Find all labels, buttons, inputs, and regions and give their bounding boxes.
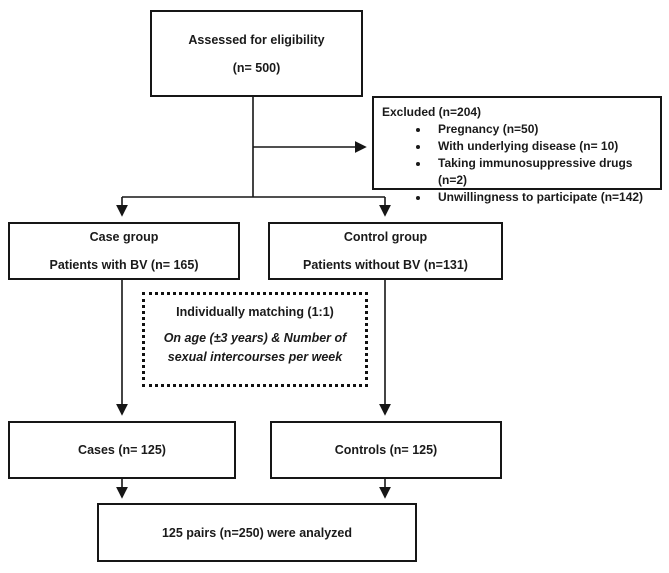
analyzed-label: 125 pairs (n=250) were analyzed <box>161 525 353 540</box>
excluded-reason-item: Unwillingness to participate (n=142) <box>430 189 652 206</box>
control-group-box: Control group Patients without BV (n=131… <box>268 222 503 280</box>
assessed-eligibility-box: Assessed for eligibility (n= 500) <box>150 10 363 97</box>
case-group-title: Case group <box>89 230 159 244</box>
assessed-title: Assessed for eligibility <box>188 32 325 47</box>
excluded-reasons-list: Pregnancy (n=50) With underlying disease… <box>382 121 652 206</box>
excluded-reason-item: With underlying disease (n= 10) <box>430 138 652 155</box>
cases-label: Cases (n= 125) <box>78 443 166 457</box>
matching-criteria-line2: sexual intercourses per week <box>167 350 343 364</box>
excluded-title: Excluded (n=204) <box>382 105 482 119</box>
matching-criteria: On age (±3 years) & Number of sexual int… <box>164 329 347 367</box>
matching-title: Individually matching (1:1) <box>176 305 334 319</box>
controls-box: Controls (n= 125) <box>270 421 502 479</box>
case-group-box: Case group Patients with BV (n= 165) <box>8 222 240 280</box>
excluded-box: Excluded (n=204) Pregnancy (n=50) With u… <box>372 96 662 204</box>
control-group-subtitle: Patients without BV (n=131) <box>303 258 468 272</box>
analyzed-box: 125 pairs (n=250) were analyzed <box>97 503 417 562</box>
matching-criteria-line1: On age (±3 years) & Number of <box>163 331 347 345</box>
control-group-title: Control group <box>343 230 428 244</box>
excluded-reason-item: Pregnancy (n=50) <box>430 121 652 138</box>
assessed-n: (n= 500) <box>232 60 281 75</box>
case-group-subtitle: Patients with BV (n= 165) <box>49 258 199 272</box>
controls-label: Controls (n= 125) <box>334 443 438 457</box>
matching-box: Individually matching (1:1) On age (±3 y… <box>142 292 368 387</box>
excluded-reason-item: Taking immunosuppressive drugs (n=2) <box>430 155 652 189</box>
cases-box: Cases (n= 125) <box>8 421 236 479</box>
